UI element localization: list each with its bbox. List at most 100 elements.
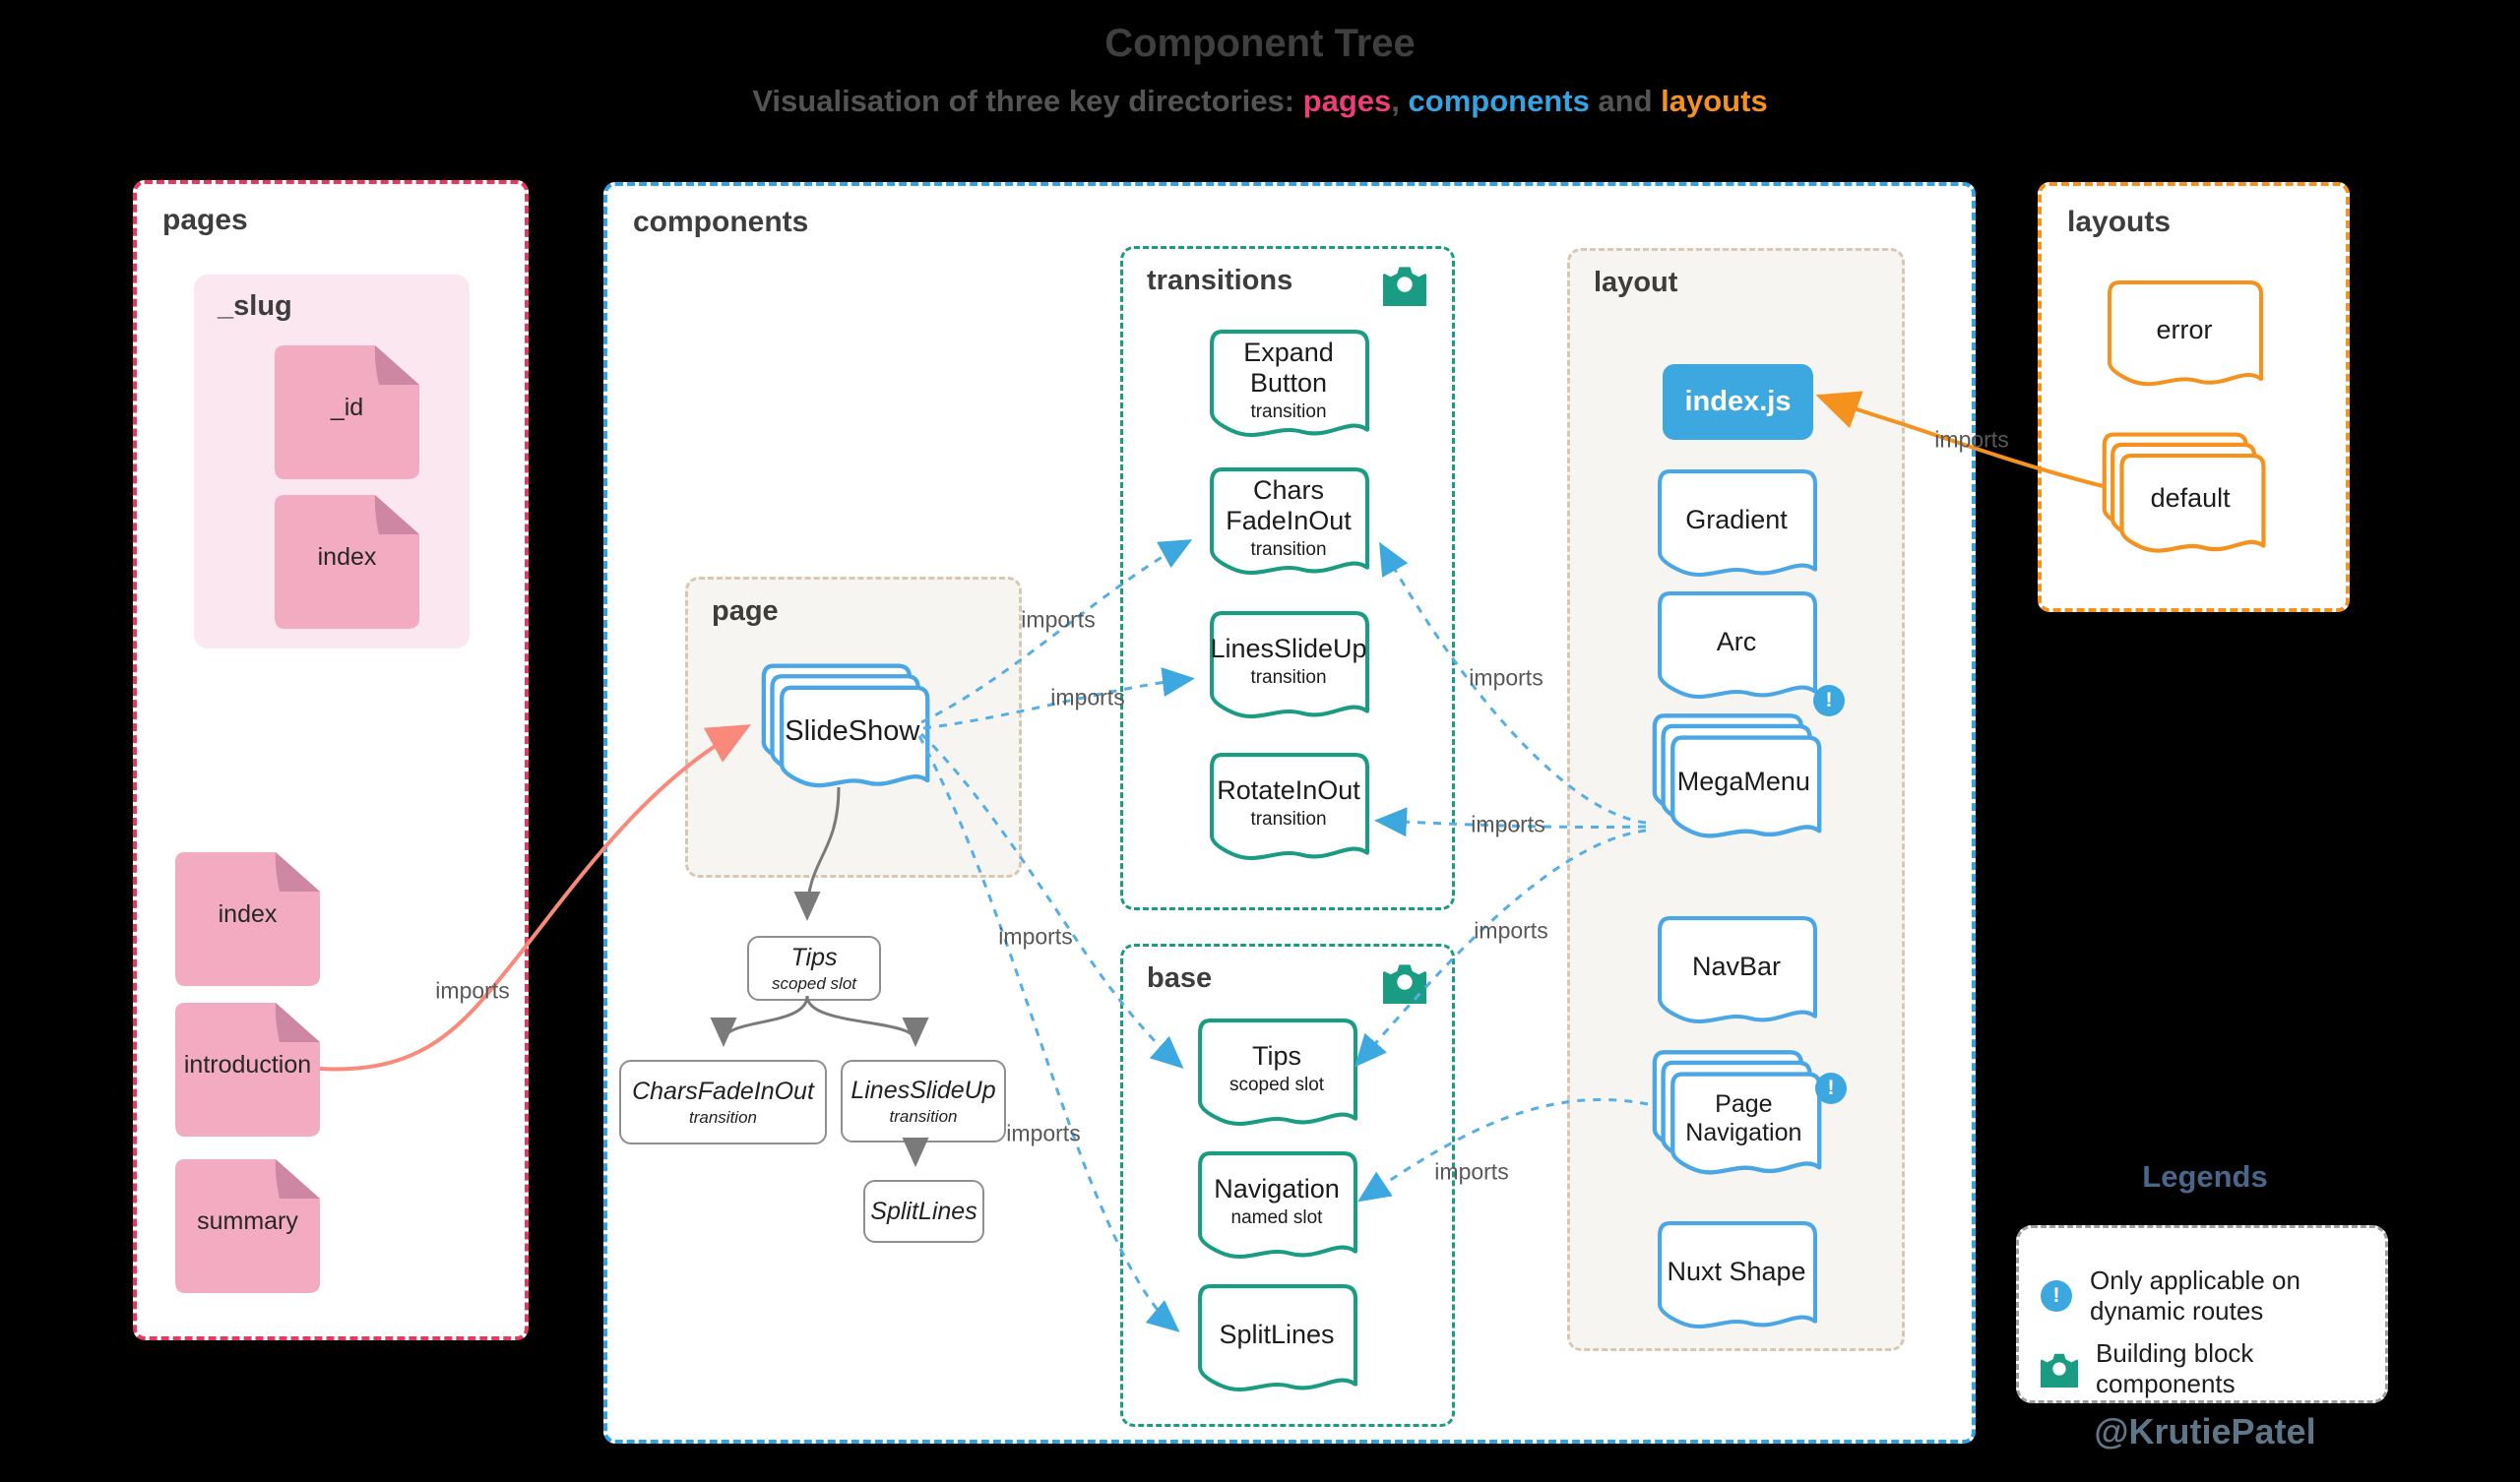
linesslideup-subtitle: transition [889,1106,958,1126]
node-title: SplitLines [1219,1319,1335,1349]
base-group: base Tips scoped slot Navigation named slo… [1120,944,1455,1427]
imports-label: imports [1021,606,1096,633]
legend-text-dynamic-routes: Only applicable on dynamic routes [2090,1266,2300,1326]
linesslideup-title: LinesSlideUp [850,1076,996,1104]
page-file-label: index [317,542,377,571]
gear-icon [2041,1353,2078,1388]
slug-folder: _slug _id index [194,275,470,648]
base-group-title: base [1147,962,1213,994]
gear-icon [1383,267,1426,306]
page-file-label: index [218,899,278,928]
node-subtitle: scoped slot [1228,1075,1325,1096]
page-file-slug-index: index [273,493,421,631]
page-group-title: page [712,595,779,627]
page-file-index: index [173,850,322,988]
node-title: Page Navigation [1685,1090,1802,1146]
page-file-icon [175,1159,320,1293]
page-file-label: introduction [183,1050,312,1079]
pages-section-title: pages [162,204,248,236]
node-title: LinesSlideUp [1210,634,1367,664]
page-file-icon [275,345,419,479]
page-file-icon [175,852,320,986]
imports-label: imports [1434,1158,1509,1185]
pages-section: pages _slug _id index [133,180,529,1340]
slideshow-node: SlideShow [760,663,934,801]
node-subtitle: transition [1250,667,1327,689]
node-title: RotateInOut [1217,775,1360,806]
subtitle-word-components: components [1408,84,1590,118]
dynamic-route-badge: ! [1815,1073,1847,1104]
gear-icon [1383,964,1426,1004]
tips-base-node: Tips scoped slot [1196,1019,1357,1139]
components-section: components page SlideShow Tips scoped sl… [603,182,1976,1444]
slideshow-label: SlideShow [785,715,920,748]
node-title: Gradient [1685,504,1788,534]
legend-text-building-blocks: Building block components [2096,1338,2254,1398]
slug-folder-title: _slug [218,290,292,322]
node-title: NavBar [1691,951,1782,981]
legend-box: ! Only applicable on dynamic routes Buil… [2016,1225,2388,1403]
node-title: Arc [1716,626,1757,656]
charsfadeinout-title: CharsFadeInOut [632,1077,814,1105]
navigation-node: Navigation named slot [1196,1151,1357,1271]
imports-label: imports [998,923,1073,950]
layouts-section-title: layouts [2067,206,2172,238]
imports-label: imports [1474,917,1548,944]
node-title: error [2156,314,2213,344]
layout-group-title: layout [1594,267,1678,298]
error-layout-node: error [2106,280,2263,399]
node-title: Chars FadeInOut [1226,474,1352,535]
splitlines-ref-title: SplitLines [870,1197,977,1225]
indexjs-node: index.js [1663,364,1813,440]
alert-icon: ! [2041,1279,2072,1312]
subtitle-word-layouts: layouts [1661,84,1768,118]
page-title: Component Tree [1104,22,1416,65]
node-subtitle: transition [1250,809,1327,831]
splitlines-base-node: SplitLines [1196,1284,1357,1404]
tips-slot-node: Tips scoped slot [747,936,881,1001]
linesslideup-transition-node: LinesSlideUp transition [1208,611,1369,731]
credit-handle: @KrutiePatel [2094,1411,2316,1451]
navbar-node: NavBar [1656,916,1817,1036]
page-file-icon [175,1003,320,1137]
charsfadeinout-subtitle: transition [689,1107,757,1127]
charsfadeinout-node: CharsFadeInOut transition [619,1060,827,1144]
imports-label: imports [1469,664,1544,691]
page-navigation-node: Page Navigation [1651,1050,1826,1188]
splitlines-ref-node: SplitLines [863,1180,984,1243]
subtitle-word-pages: pages [1302,84,1392,118]
chars-fadeinout-node: Chars FadeInOut transition [1208,467,1369,587]
node-title: default [2150,483,2231,514]
imports-label: imports [1471,811,1545,837]
node-subtitle: transition [1250,401,1327,422]
page-file-icon [275,495,419,629]
imports-label: imports [1006,1120,1081,1146]
components-section-title: components [633,206,809,238]
page-file-label: _id [330,393,364,421]
gradient-node: Gradient [1656,469,1817,589]
imports-label: imports [435,977,510,1004]
transitions-group-title: transitions [1147,265,1293,296]
default-layout-node: default [2101,432,2270,566]
imports-label: imports [1050,684,1125,710]
page-file-label: summary [197,1206,298,1235]
node-title: Tips [1251,1041,1301,1072]
node-title: Navigation [1214,1174,1340,1204]
dynamic-route-badge: ! [1813,685,1845,716]
tips-slot-title: Tips [790,943,838,971]
page-file-summary: summary [173,1157,322,1295]
node-title: MegaMenu [1676,767,1810,797]
node-subtitle: transition [1250,538,1327,560]
linesslideup-node: LinesSlideUp transition [841,1060,1006,1142]
node-subtitle: named slot [1230,1207,1323,1229]
megamenu-node: MegaMenu [1651,713,1826,851]
layouts-section: layouts error default [2038,182,2350,612]
page-file-id: _id [273,343,421,481]
tips-slot-subtitle: scoped slot [772,973,856,993]
subtitle-sep: , [1391,84,1409,118]
imports-label: imports [1934,426,2009,453]
page-subtitle: Visualisation of three key directories: … [0,84,2520,119]
